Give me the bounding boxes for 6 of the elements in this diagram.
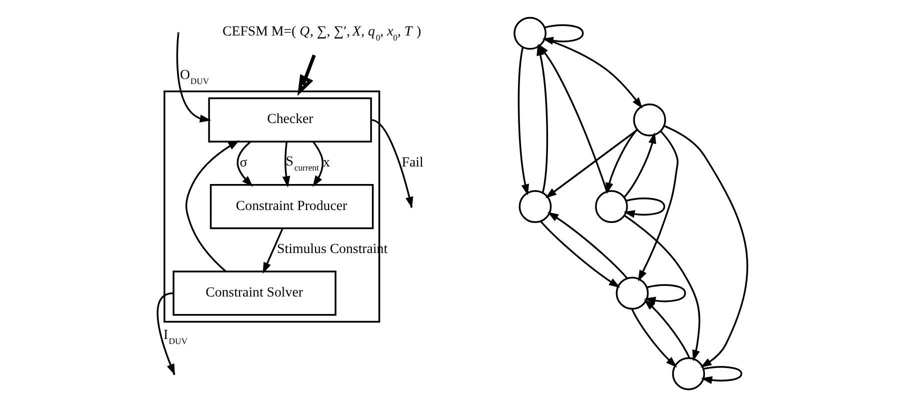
edge-label: Fail: [402, 154, 424, 170]
edge-label: O$_{DUV}$: [180, 67, 210, 86]
edge-label: S$_{current}$: [286, 154, 319, 173]
edge-label: I$_{DUV}$: [164, 326, 188, 346]
node-text: CEFSM M=( Q, ∑, ∑′, X, q$_{0}$, x$_{0}$, T ): [222, 24, 422, 43]
edge-label: σ: [240, 154, 248, 170]
